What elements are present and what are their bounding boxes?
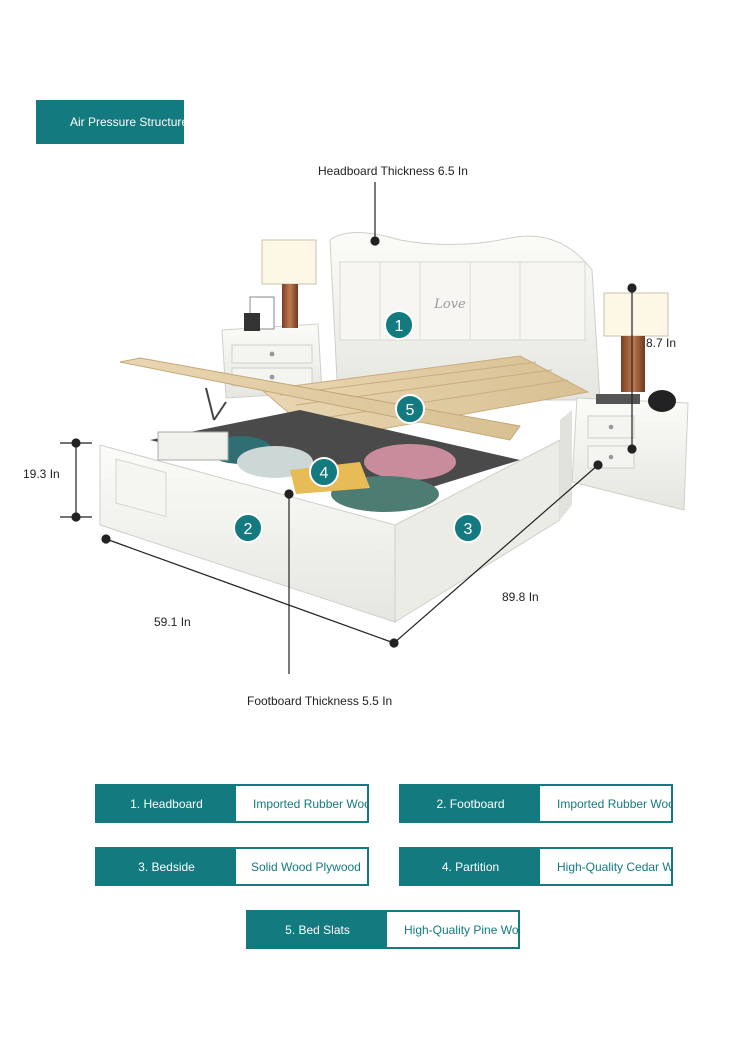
material-row-partition: 4. Partition High-Quality Cedar Wood bbox=[399, 847, 673, 886]
material-row-footboard: 2. Footboard Imported Rubber Wood bbox=[399, 784, 673, 823]
material-row-headboard: 1. Headboard Imported Rubber Wood bbox=[95, 784, 369, 823]
svg-text:2: 2 bbox=[244, 521, 253, 538]
marker-4: 4 bbox=[309, 457, 339, 487]
left-lamp bbox=[261, 239, 317, 328]
material-label: Solid Wood Plywood bbox=[251, 859, 361, 874]
svg-text:5: 5 bbox=[406, 402, 415, 419]
material-row-bed-slats: 5. Bed Slats High-Quality Pine Wood bbox=[246, 910, 520, 949]
section-banner: Air Pressure Structure bbox=[36, 100, 184, 144]
svg-text:3: 3 bbox=[464, 521, 473, 538]
marker-1: 1 bbox=[384, 310, 414, 340]
marker-3: 3 bbox=[453, 513, 483, 543]
footboard-thickness-label: Footboard Thickness 5.5 In bbox=[247, 694, 393, 708]
storage-compartments bbox=[150, 410, 520, 512]
part-label: 5. Bed Slats bbox=[248, 912, 387, 947]
nightstand-label: 8.7 In bbox=[646, 336, 677, 350]
height-label: 19.3 In bbox=[23, 467, 60, 481]
part-label: 2. Footboard bbox=[401, 786, 540, 821]
marker-5: 5 bbox=[395, 394, 425, 424]
marker-2: 2 bbox=[233, 513, 263, 543]
headboard-thickness-label: Headboard Thickness 6.5 In bbox=[318, 164, 468, 178]
right-lamp bbox=[603, 292, 669, 392]
part-label: 3. Bedside bbox=[97, 849, 236, 884]
svg-text:1: 1 bbox=[395, 318, 404, 335]
material-label: High-Quality Cedar Wood bbox=[557, 859, 671, 874]
part-label: 4. Partition bbox=[401, 849, 540, 884]
svg-text:4: 4 bbox=[320, 465, 329, 482]
headboard-carving-text: Love bbox=[433, 297, 466, 312]
material-row-bedside: 3. Bedside Solid Wood Plywood bbox=[95, 847, 369, 886]
right-nightstand bbox=[571, 390, 689, 511]
headboard: Love bbox=[329, 232, 601, 401]
bed-illustration: Love bbox=[60, 182, 689, 674]
width-label: 59.1 In bbox=[154, 615, 191, 629]
part-label: 1. Headboard bbox=[97, 786, 236, 821]
dimension-lines bbox=[60, 182, 637, 674]
length-label: 89.8 In bbox=[502, 590, 539, 604]
material-label: Imported Rubber Wood bbox=[557, 796, 671, 811]
material-label: High-Quality Pine Wood bbox=[404, 922, 518, 937]
material-label: Imported Rubber Wood bbox=[253, 796, 367, 811]
